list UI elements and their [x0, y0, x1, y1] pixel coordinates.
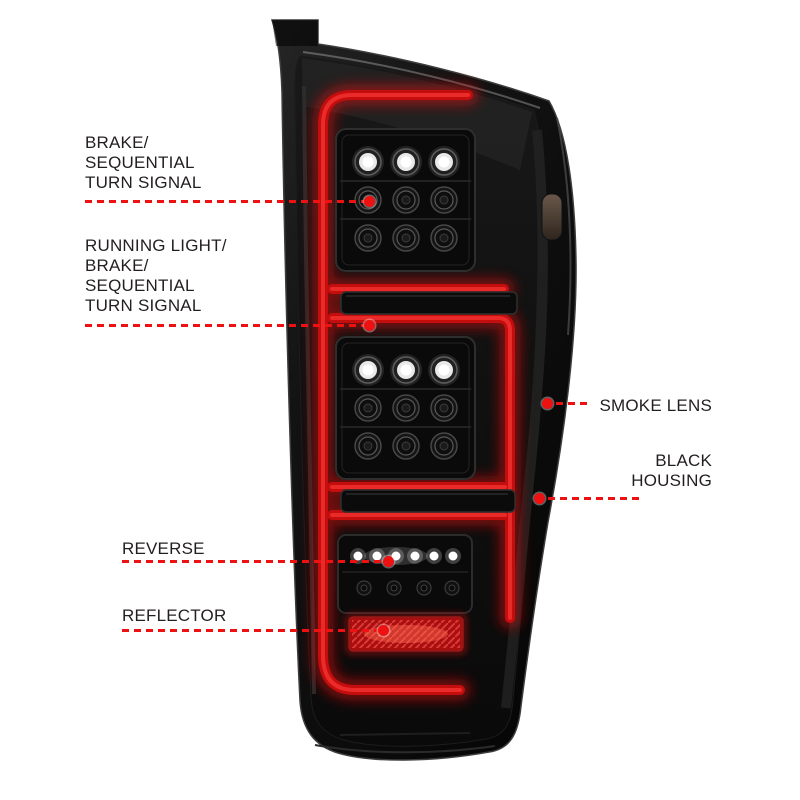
- callout-brake-dot: [364, 196, 375, 207]
- led-light-bar: [312, 84, 521, 701]
- reverse-led-array: [337, 534, 473, 614]
- middle-led-array: [335, 336, 476, 480]
- callout-smoke-lens-label: SMOKE LENS: [599, 396, 712, 415]
- trim-bar-lower: [340, 489, 516, 513]
- callout-smoke-lens-line: [556, 402, 592, 405]
- reflector-strip: [344, 612, 468, 656]
- callout-reverse-line: [122, 560, 384, 563]
- right-edge-highlight: [556, 117, 572, 336]
- mounting-tab: [272, 20, 318, 46]
- upper-led-array: [335, 128, 476, 272]
- callout-black-housing-label: BLACK HOUSING: [631, 451, 712, 490]
- callout-smoke-lens-dot: [542, 398, 553, 409]
- callout-black-housing-line: [548, 497, 640, 500]
- callout-reverse-dot: [383, 556, 394, 567]
- callout-brake-line: [85, 200, 370, 203]
- callout-running-line: [85, 324, 370, 327]
- bottom-skirt-highlight: [314, 744, 496, 754]
- callout-reflector-label: REFLECTOR: [122, 606, 227, 625]
- side-marker: [541, 193, 563, 241]
- callout-reflector-line: [122, 629, 380, 632]
- callout-running-dot: [364, 320, 375, 331]
- callout-reverse-label: REVERSE: [122, 539, 205, 558]
- top-edge-highlight: [302, 51, 541, 109]
- callout-running-label: RUNNING LIGHT/ BRAKE/ SEQUENTIAL TURN SI…: [85, 236, 227, 315]
- callout-brake-label: BRAKE/ SEQUENTIAL TURN SIGNAL: [85, 133, 202, 192]
- callout-black-housing-dot: [534, 493, 545, 504]
- callout-reflector-dot: [378, 625, 389, 636]
- trim-bar-upper: [340, 291, 518, 315]
- bottom-detail-line: [339, 732, 471, 736]
